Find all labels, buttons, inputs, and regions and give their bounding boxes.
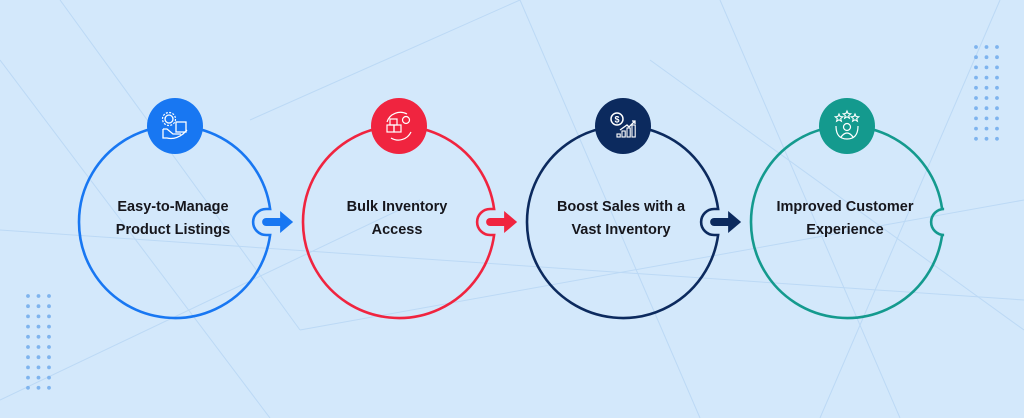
dot xyxy=(974,65,978,70)
dot xyxy=(995,96,999,100)
dot xyxy=(984,116,989,121)
arrow-icon xyxy=(262,211,294,233)
dot-grid-left xyxy=(26,294,51,390)
dot xyxy=(36,345,41,349)
step-label-line2: Vast Inventory xyxy=(571,222,671,238)
dot xyxy=(26,345,30,349)
dot xyxy=(995,45,999,49)
dot xyxy=(974,55,978,60)
dot xyxy=(36,294,41,298)
dot xyxy=(47,345,51,349)
step-label-line2: Product Listings xyxy=(115,222,231,238)
boxes-cycle-icon xyxy=(371,98,427,154)
dot xyxy=(995,85,999,90)
dot xyxy=(47,314,51,319)
dot xyxy=(995,136,999,141)
svg-text:$: $ xyxy=(614,115,619,125)
dot xyxy=(984,106,989,111)
dot xyxy=(995,126,999,131)
dot xyxy=(36,385,41,390)
hand-box-gear-icon xyxy=(147,98,203,154)
dot xyxy=(995,65,999,70)
dot xyxy=(26,304,30,309)
dot xyxy=(995,55,999,60)
dot xyxy=(974,45,978,49)
step-label-line1: Bulk Inventory xyxy=(346,199,448,215)
dot xyxy=(984,96,989,100)
customer-stars-icon xyxy=(819,98,875,154)
step-label-line2: Access xyxy=(371,222,423,238)
dot xyxy=(974,75,978,80)
dot xyxy=(26,314,30,319)
step-label-line1: Improved Customer xyxy=(776,199,914,215)
step-label: Boost Sales with a Vast Inventory xyxy=(531,196,711,242)
dot xyxy=(47,355,51,360)
dot xyxy=(984,136,989,141)
dot xyxy=(36,365,41,370)
dot xyxy=(47,385,51,390)
dot xyxy=(984,65,989,70)
dot xyxy=(26,334,30,339)
step-label-line1: Easy-to-Manage xyxy=(117,199,229,215)
dot xyxy=(47,324,51,329)
dot xyxy=(26,324,30,329)
dot xyxy=(974,116,978,121)
step-1 xyxy=(77,98,294,320)
dot xyxy=(47,365,51,370)
dot xyxy=(974,106,978,111)
dot xyxy=(984,75,989,80)
arrow-icon xyxy=(486,211,518,233)
dot xyxy=(995,116,999,121)
dot xyxy=(36,324,41,329)
step-label-line1: Boost Sales with a xyxy=(556,199,686,215)
dot xyxy=(974,126,978,131)
dot xyxy=(984,85,989,90)
dot xyxy=(984,126,989,131)
dot-grid-right xyxy=(974,45,999,141)
dot xyxy=(26,294,30,298)
dot xyxy=(36,334,41,339)
dot xyxy=(984,45,989,49)
dot xyxy=(47,375,51,380)
step-label-line2: Experience xyxy=(806,222,884,238)
dot xyxy=(26,375,30,380)
dot xyxy=(995,106,999,111)
dot xyxy=(36,314,41,319)
dot xyxy=(26,355,30,360)
step-4 xyxy=(749,98,945,320)
dot xyxy=(36,375,41,380)
dot xyxy=(974,96,978,100)
dot xyxy=(974,136,978,141)
dot xyxy=(984,55,989,60)
dot xyxy=(36,355,41,360)
dot xyxy=(47,304,51,309)
arrow-icon xyxy=(710,211,742,233)
dot xyxy=(995,75,999,80)
dot xyxy=(26,365,30,370)
dot xyxy=(26,385,30,390)
step-2 xyxy=(301,98,518,320)
dot xyxy=(36,304,41,309)
dollar-growth-chart-icon: $ xyxy=(595,98,651,154)
dot xyxy=(47,334,51,339)
step-3: $ xyxy=(525,98,742,320)
dot xyxy=(47,294,51,298)
dot xyxy=(974,85,978,90)
